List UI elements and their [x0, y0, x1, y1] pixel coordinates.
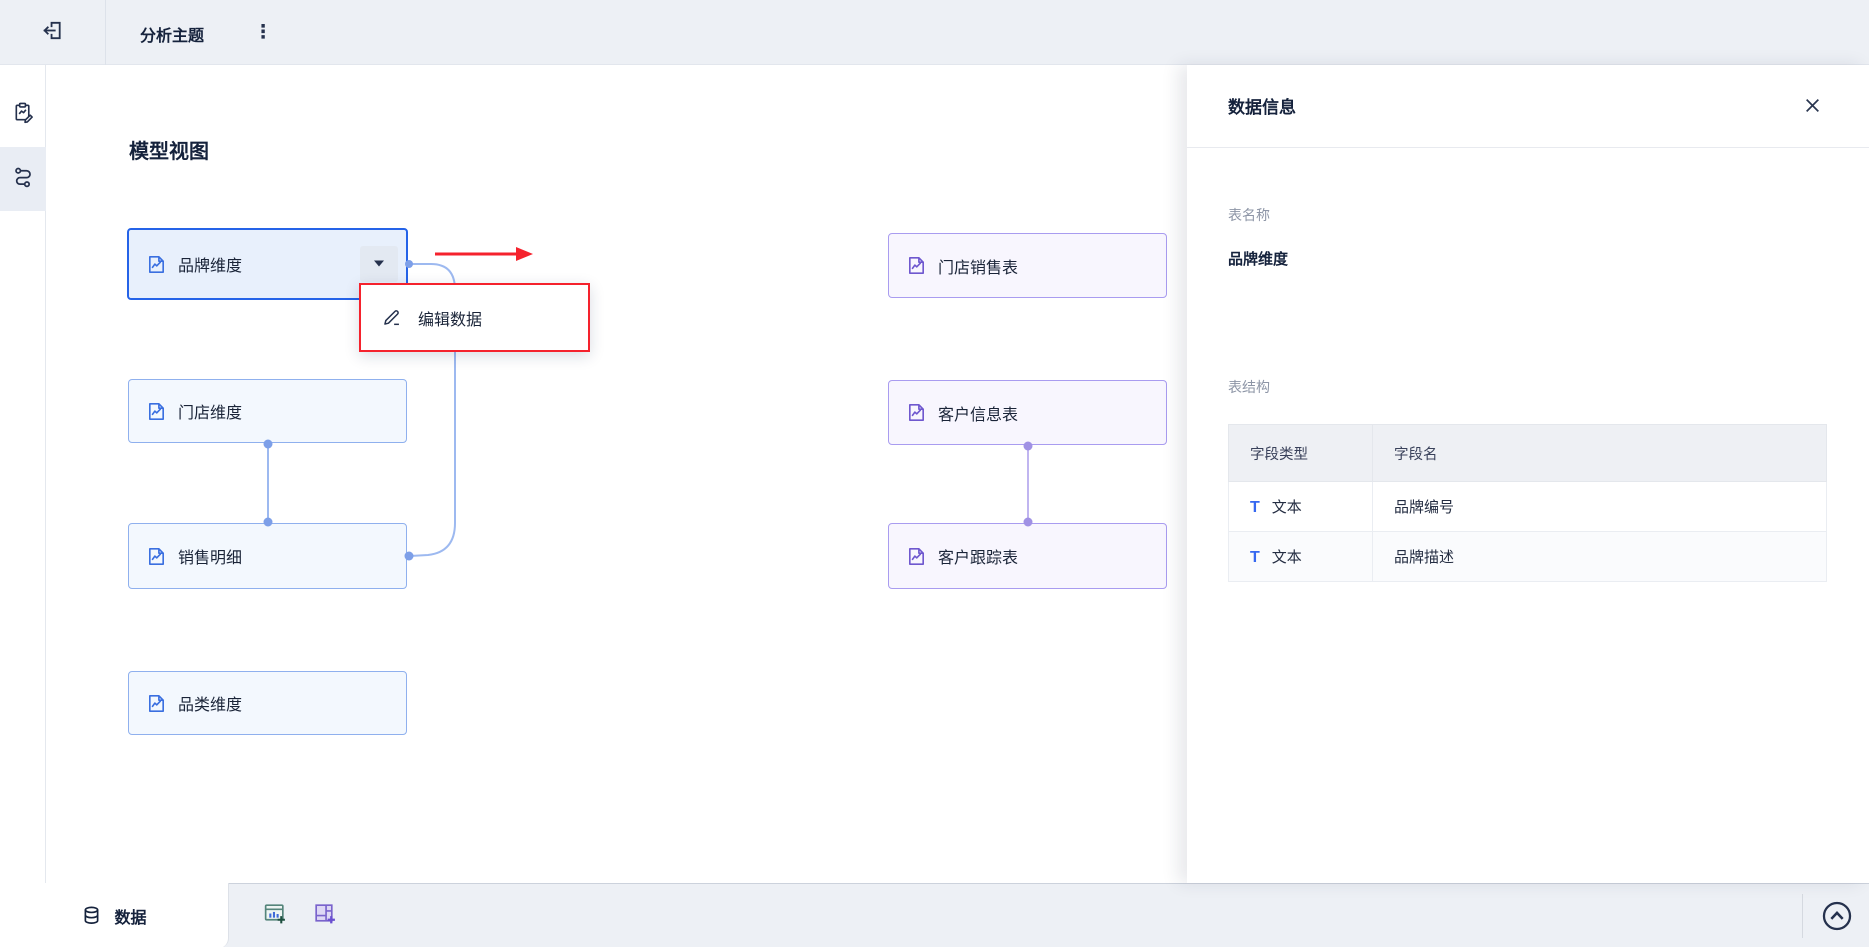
- report-edit-icon: [12, 101, 35, 129]
- panel-header: 数据信息: [1187, 65, 1869, 148]
- sidebar-item-model[interactable]: [0, 147, 46, 211]
- table-chart-icon: [146, 693, 167, 714]
- top-bar: 分析主题 ⋮: [0, 0, 1869, 65]
- sidebar-item-report[interactable]: [0, 83, 46, 147]
- add-dashboard-icon: [312, 901, 337, 931]
- field-type: 文本: [1271, 549, 1302, 566]
- structure-label: 表结构: [1228, 379, 1270, 395]
- bottom-bar: 数据: [0, 883, 1869, 947]
- table-chart-icon: [906, 402, 927, 423]
- chevron-up-circle-icon: [1820, 901, 1854, 937]
- node-label: 品牌维度: [178, 258, 243, 275]
- node-brand-dimension[interactable]: 品牌维度: [127, 228, 408, 300]
- canvas-heading: 模型视图: [129, 141, 209, 163]
- node-category-dimension[interactable]: 品类维度: [128, 671, 407, 735]
- menu-item-label: 编辑数据: [418, 311, 483, 329]
- field-name: 品牌描述: [1372, 531, 1827, 582]
- text-type-icon: T: [1250, 499, 1260, 516]
- text-type-icon: T: [1250, 549, 1260, 566]
- pencil-icon: [381, 307, 402, 328]
- node-dropdown-button[interactable]: [360, 246, 398, 282]
- node-store-dimension[interactable]: 门店维度: [128, 379, 407, 443]
- table-header-row: 字段类型 字段名: [1228, 424, 1827, 482]
- exit-button[interactable]: [36, 17, 68, 49]
- column-header-field-type: 字段类型: [1228, 424, 1373, 482]
- menu-item-edit-data[interactable]: 编辑数据: [361, 285, 588, 350]
- tab-data[interactable]: 数据: [0, 883, 229, 947]
- tab-data-label: 数据: [114, 909, 147, 927]
- table-row[interactable]: T 文本 品牌描述: [1228, 531, 1827, 582]
- table-name-label: 表名称: [1228, 207, 1270, 223]
- node-label: 门店维度: [178, 405, 243, 422]
- collapse-panel-button[interactable]: [1820, 899, 1854, 933]
- table-name-value: 品牌维度: [1228, 251, 1289, 268]
- left-sidebar: [0, 65, 46, 883]
- table-chart-icon: [146, 401, 167, 422]
- node-store-sales-table[interactable]: 门店销售表: [888, 233, 1167, 298]
- node-label: 品类维度: [178, 697, 243, 714]
- page-title: 分析主题: [140, 28, 205, 45]
- node-customer-track-table[interactable]: 客户跟踪表: [888, 523, 1167, 589]
- close-icon[interactable]: [1798, 91, 1826, 119]
- column-header-field-name: 字段名: [1372, 424, 1827, 482]
- node-sales-detail[interactable]: 销售明细: [128, 523, 407, 589]
- panel-title: 数据信息: [1228, 98, 1296, 117]
- bottombar-divider: [1802, 894, 1803, 938]
- add-chart-button[interactable]: [258, 900, 290, 932]
- table-chart-icon: [906, 546, 927, 567]
- node-label: 客户跟踪表: [938, 550, 1019, 567]
- node-label: 销售明细: [178, 550, 243, 567]
- add-dashboard-button[interactable]: [308, 900, 340, 932]
- node-label: 门店销售表: [938, 259, 1019, 277]
- table-chart-icon: [146, 546, 167, 567]
- node-customer-info-table[interactable]: 客户信息表: [888, 380, 1167, 445]
- node-label: 客户信息表: [938, 406, 1019, 424]
- caret-down-icon: [373, 255, 385, 273]
- field-name: 品牌编号: [1372, 481, 1827, 532]
- more-options-button[interactable]: ⋮: [253, 21, 273, 43]
- exit-icon: [41, 19, 64, 47]
- add-chart-icon: [262, 901, 287, 931]
- field-type: 文本: [1271, 499, 1302, 516]
- database-icon: [81, 905, 102, 926]
- node-context-menu: 编辑数据: [359, 283, 590, 352]
- table-chart-icon: [906, 255, 927, 276]
- table-row[interactable]: T 文本 品牌编号: [1228, 481, 1827, 532]
- topbar-divider: [105, 0, 106, 65]
- table-chart-icon: [146, 254, 167, 275]
- data-flow-icon: [12, 165, 35, 193]
- table-structure: 字段类型 字段名 T 文本 品牌编号 T 文本 品牌描述: [1228, 424, 1827, 582]
- data-info-panel: 数据信息 表名称 品牌维度 表结构 字段类型 字段名 T 文本 品牌编号: [1187, 65, 1869, 883]
